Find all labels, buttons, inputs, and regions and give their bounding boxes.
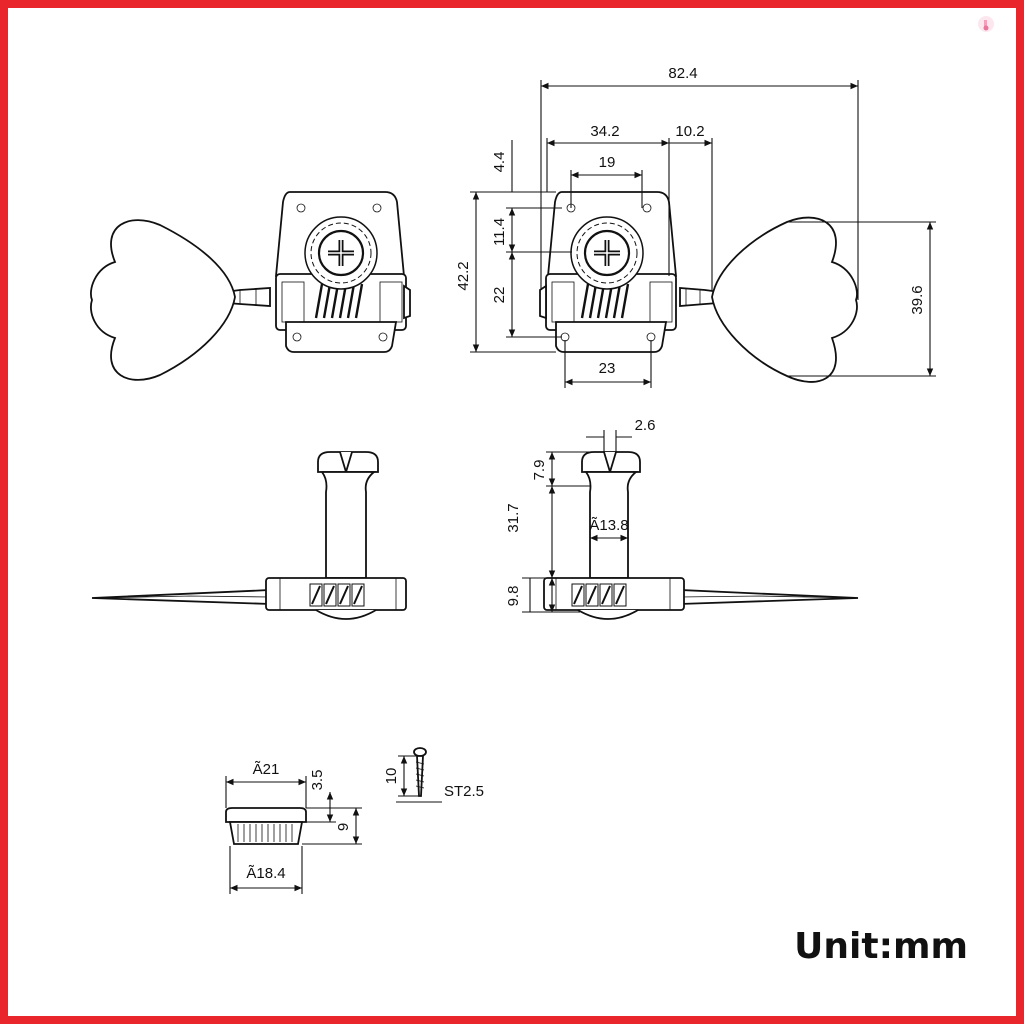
dim-base-width: 34.2	[590, 123, 619, 140]
dim-screw-length: 10	[383, 768, 400, 785]
dim-slot-depth: 7.9	[531, 460, 548, 481]
tuner-button-right	[711, 216, 858, 383]
dim-plate-height: 42.2	[455, 261, 472, 290]
dim-bushing-inner-diameter: Ã18.4	[246, 865, 285, 882]
tuner-button-left	[90, 219, 236, 381]
tuner-front-left	[90, 191, 411, 381]
dim-gear-height: 11.4	[491, 218, 508, 246]
dim-hole-spacing-top: 19	[599, 154, 616, 171]
dim-post-height: 31.7	[505, 503, 522, 532]
dim-screw-spec: ST2.5	[444, 783, 484, 800]
dim-hole-spacing-bottom: 23	[599, 360, 616, 377]
dim-slot-width: 2.6	[635, 417, 656, 434]
dim-top-margin: 4.4	[491, 152, 508, 173]
dim-lower-height: 22	[491, 287, 508, 304]
dim-bushing-outer-diameter: Ã21	[253, 761, 280, 778]
dim-bushing-flange: 3.5	[309, 770, 326, 791]
tuner-side-left	[91, 451, 407, 620]
tuner-side-right	[543, 451, 859, 620]
dim-post-offset: 10.2	[675, 123, 704, 140]
tuner-front-right	[539, 191, 858, 383]
screw-drawing	[413, 747, 427, 797]
bushing-drawing	[225, 807, 307, 845]
dim-overall-width: 82.4	[668, 65, 697, 82]
dim-button-height: 39.6	[909, 285, 926, 314]
dim-post-diameter: Ã13.8	[589, 517, 628, 534]
unit-label: Unit:mm	[794, 926, 968, 967]
pink-figure-icon	[978, 16, 994, 32]
dimension-lines	[225, 80, 936, 894]
dim-bushing-height: 9	[335, 823, 352, 831]
dim-base-thickness: 9.8	[505, 586, 522, 607]
